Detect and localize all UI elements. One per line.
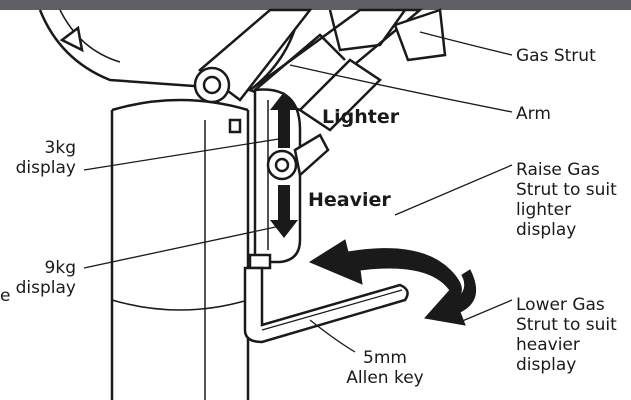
arm (193, 8, 313, 104)
label-3kg-line1: 3kg (44, 138, 76, 158)
label-9kg-line1: 9kg (44, 258, 76, 278)
label-3kg-display: 3kg display (0, 138, 76, 178)
label-raise-line2: Strut to suit (516, 180, 617, 200)
label-raise-line1: Raise Gas (516, 160, 600, 180)
label-lower-line4: display (516, 355, 577, 375)
label-allen-key: 5mm Allen key (330, 348, 440, 388)
label-arm: Arm (516, 104, 551, 124)
label-9kg-line2: display (15, 278, 76, 298)
label-3kg-line2: display (15, 158, 76, 178)
label-allen-line2: Allen key (346, 368, 424, 388)
label-gas-strut: Gas Strut (516, 46, 596, 66)
label-9kg-display: 9kg display (0, 258, 76, 298)
label-raise-gas-strut: Raise Gas Strut to suit lighter display (516, 160, 617, 240)
direction-arrows (270, 92, 298, 238)
label-raise-line3: lighter (516, 200, 572, 220)
allen-key (243, 266, 409, 344)
label-heavier: Heavier (308, 189, 391, 211)
label-lighter: Lighter (322, 106, 400, 128)
leader-lines (83, 31, 513, 353)
label-lower-line1: Lower Gas (516, 295, 605, 315)
label-edge-letter: e (0, 286, 11, 306)
lower-arrow (424, 269, 477, 326)
label-lower-line3: heavier (516, 335, 580, 355)
label-raise-line4: display (516, 220, 577, 240)
label-lower-gas-strut: Lower Gas Strut to suit heavier display (516, 295, 617, 375)
raise-arrow (308, 239, 462, 301)
pole (110, 98, 250, 400)
label-lower-line2: Strut to suit (516, 315, 617, 335)
top-bar (0, 0, 631, 10)
label-allen-line1: 5mm (363, 348, 407, 368)
